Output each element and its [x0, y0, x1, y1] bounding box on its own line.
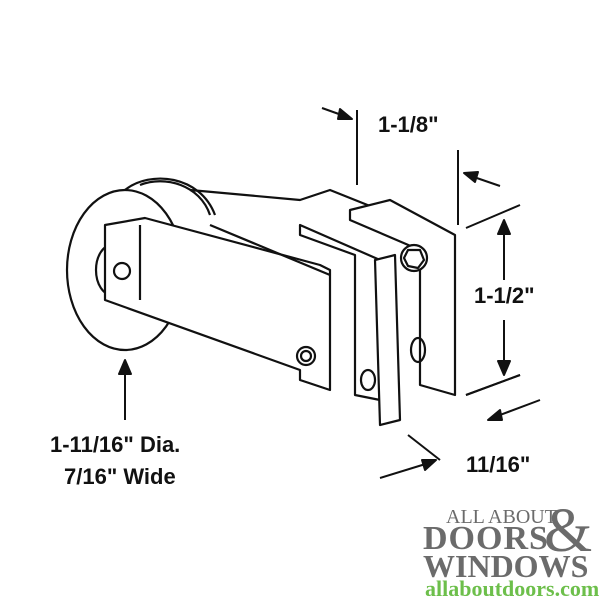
dim-depth: 11/16" — [466, 452, 531, 477]
dim-wheel-width: 7/16" Wide — [64, 464, 176, 489]
dimension-lines — [118, 107, 541, 479]
dim-wheel-diameter: 1-11/16" Dia. — [50, 432, 181, 457]
logo-url: allaboutdoors.com — [425, 576, 600, 600]
logo-windows: WINDOWS — [423, 548, 589, 584]
logo-ampersand: & — [544, 497, 593, 565]
arm — [103, 216, 332, 392]
dim-top-width: 1-1/8" — [378, 112, 439, 137]
dim-height: 1-1/2" — [474, 283, 535, 308]
logo-all-about: ALL ABOUT — [446, 506, 557, 528]
bracket — [298, 198, 457, 427]
logo-doors: DOORS — [423, 520, 549, 557]
